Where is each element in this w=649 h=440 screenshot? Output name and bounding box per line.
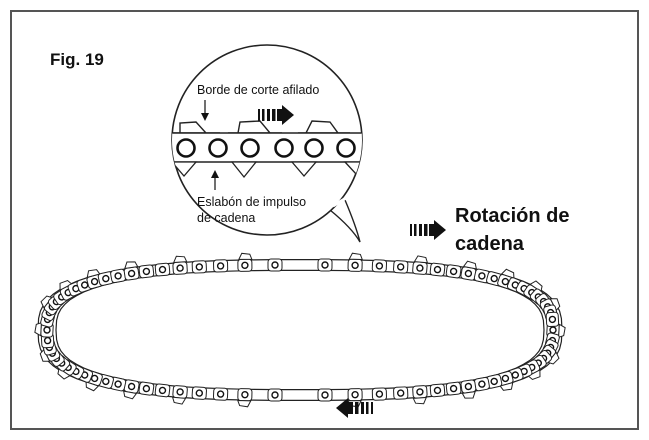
arrow-right-icon <box>258 105 294 125</box>
chain-link <box>445 264 462 279</box>
chain-rivet <box>274 138 294 158</box>
chain-link <box>317 388 333 402</box>
chain-link <box>138 381 155 396</box>
chain-link <box>429 262 446 277</box>
chain-link <box>191 260 207 274</box>
chain-link <box>545 311 560 328</box>
chain-link <box>473 268 490 284</box>
chain-link <box>546 322 566 339</box>
chain-link <box>347 252 363 272</box>
chain-link <box>371 387 387 401</box>
chain-link <box>110 268 127 284</box>
chain-link <box>267 258 283 272</box>
chain-link <box>123 261 140 281</box>
chain-link <box>393 386 409 400</box>
drive-link-tang <box>343 161 362 176</box>
rotation-label-line1: Rotación de <box>455 205 569 227</box>
chain-link <box>412 385 428 405</box>
chain-rivet <box>304 138 324 158</box>
chain-link <box>393 260 409 274</box>
chain-link <box>429 383 446 398</box>
chain-link <box>371 259 388 273</box>
drive-link-label-line1: Eslabón de impulso <box>197 195 306 209</box>
chain-link <box>237 252 253 272</box>
arrow-left-icon <box>336 398 373 418</box>
callout-tail <box>329 199 361 243</box>
enlarged-chain-section <box>172 120 362 179</box>
chain-link <box>154 383 171 398</box>
chain-link <box>172 255 188 275</box>
chain-link <box>460 260 477 281</box>
drive-link-tang <box>230 161 258 179</box>
chain-link <box>212 387 229 401</box>
chain-link <box>213 259 229 273</box>
rotation-label-line2: cadena <box>455 233 525 255</box>
magnifier-callout: Borde de corte afilado Eslabón de impuls… <box>171 44 363 243</box>
chain-link <box>267 388 283 402</box>
chain-link <box>237 388 253 408</box>
chain-link <box>138 264 155 279</box>
chain-link <box>123 379 140 400</box>
chain-link <box>460 379 477 399</box>
chain-link <box>473 376 490 392</box>
arrow-right-icon <box>410 220 446 240</box>
drive-link-tang <box>290 161 318 177</box>
drive-link-tang <box>172 161 198 177</box>
chain-rivet <box>176 138 196 158</box>
chain-link <box>97 271 114 286</box>
chain-rivet <box>208 138 228 158</box>
chain-rivet <box>240 138 260 158</box>
chain-link <box>445 381 462 396</box>
chain-link <box>110 376 127 392</box>
chain-link <box>154 262 171 277</box>
cutting-edge-label: Borde de corte afilado <box>197 83 319 97</box>
drive-link-label-line2: de cadena <box>197 211 255 225</box>
chain-link <box>412 255 429 275</box>
figure-title: Fig. 19 <box>50 50 104 69</box>
chain-link <box>317 258 333 272</box>
chain-link <box>171 385 188 405</box>
saw-chain-loop <box>34 252 566 408</box>
chain-rivet <box>336 138 356 158</box>
chain-link <box>191 386 207 400</box>
